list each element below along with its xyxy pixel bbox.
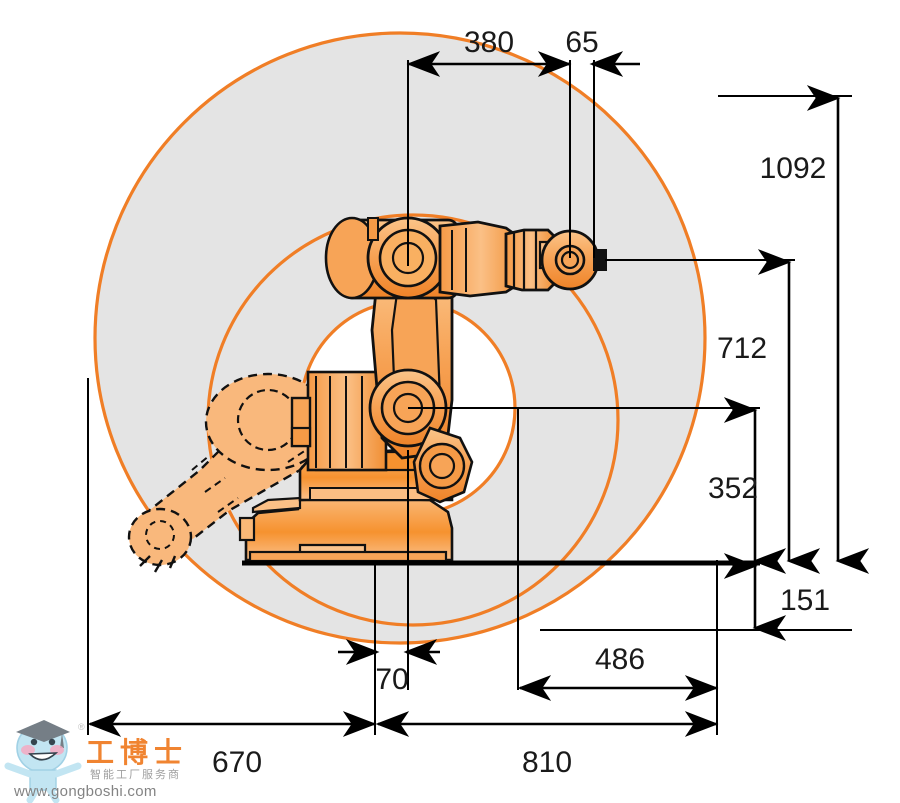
dim-70-label: 70 — [375, 663, 408, 696]
robot-elbow-bracket — [412, 426, 474, 504]
robot-rear-housing — [290, 370, 388, 472]
brand-url: www.gongboshi.com — [13, 783, 157, 800]
robot-model — [238, 216, 607, 563]
robot-base — [238, 496, 454, 563]
dim-810-label: 810 — [522, 746, 572, 779]
dim-1092-label: 1092 — [760, 152, 827, 185]
mascot-body — [29, 769, 57, 791]
dim-151-label: 151 — [780, 584, 830, 617]
dim-380-label: 380 — [464, 26, 514, 59]
brand-name-cn: 工博士 — [86, 736, 188, 769]
watermark-logo: ® 工博士 智能工厂服务商 www.gongboshi.com — [4, 720, 188, 803]
mascot-cap-icon — [16, 720, 70, 742]
extension-lines — [87, 60, 852, 735]
dimension-group-right: 1092 712 352 151 — [708, 85, 870, 641]
dimension-group-bottom: 70 486 670 810 — [87, 639, 719, 779]
dimension-group-top: 380 65 — [406, 26, 640, 77]
dim-712-label: 712 — [717, 332, 767, 365]
dim-670-label: 670 — [212, 746, 262, 779]
registered-mark: ® — [78, 722, 85, 732]
robot-tool-flange — [540, 229, 607, 291]
brand-tagline-cn: 智能工厂服务商 — [90, 767, 181, 781]
phantom-wrist-hub — [145, 520, 175, 550]
dim-65-label: 65 — [565, 26, 598, 59]
robot-shoulder-housing — [324, 216, 460, 300]
phantom-shoulder-hub — [236, 388, 300, 452]
dim-486-label: 486 — [595, 643, 645, 676]
dim-352-label: 352 — [708, 472, 758, 505]
